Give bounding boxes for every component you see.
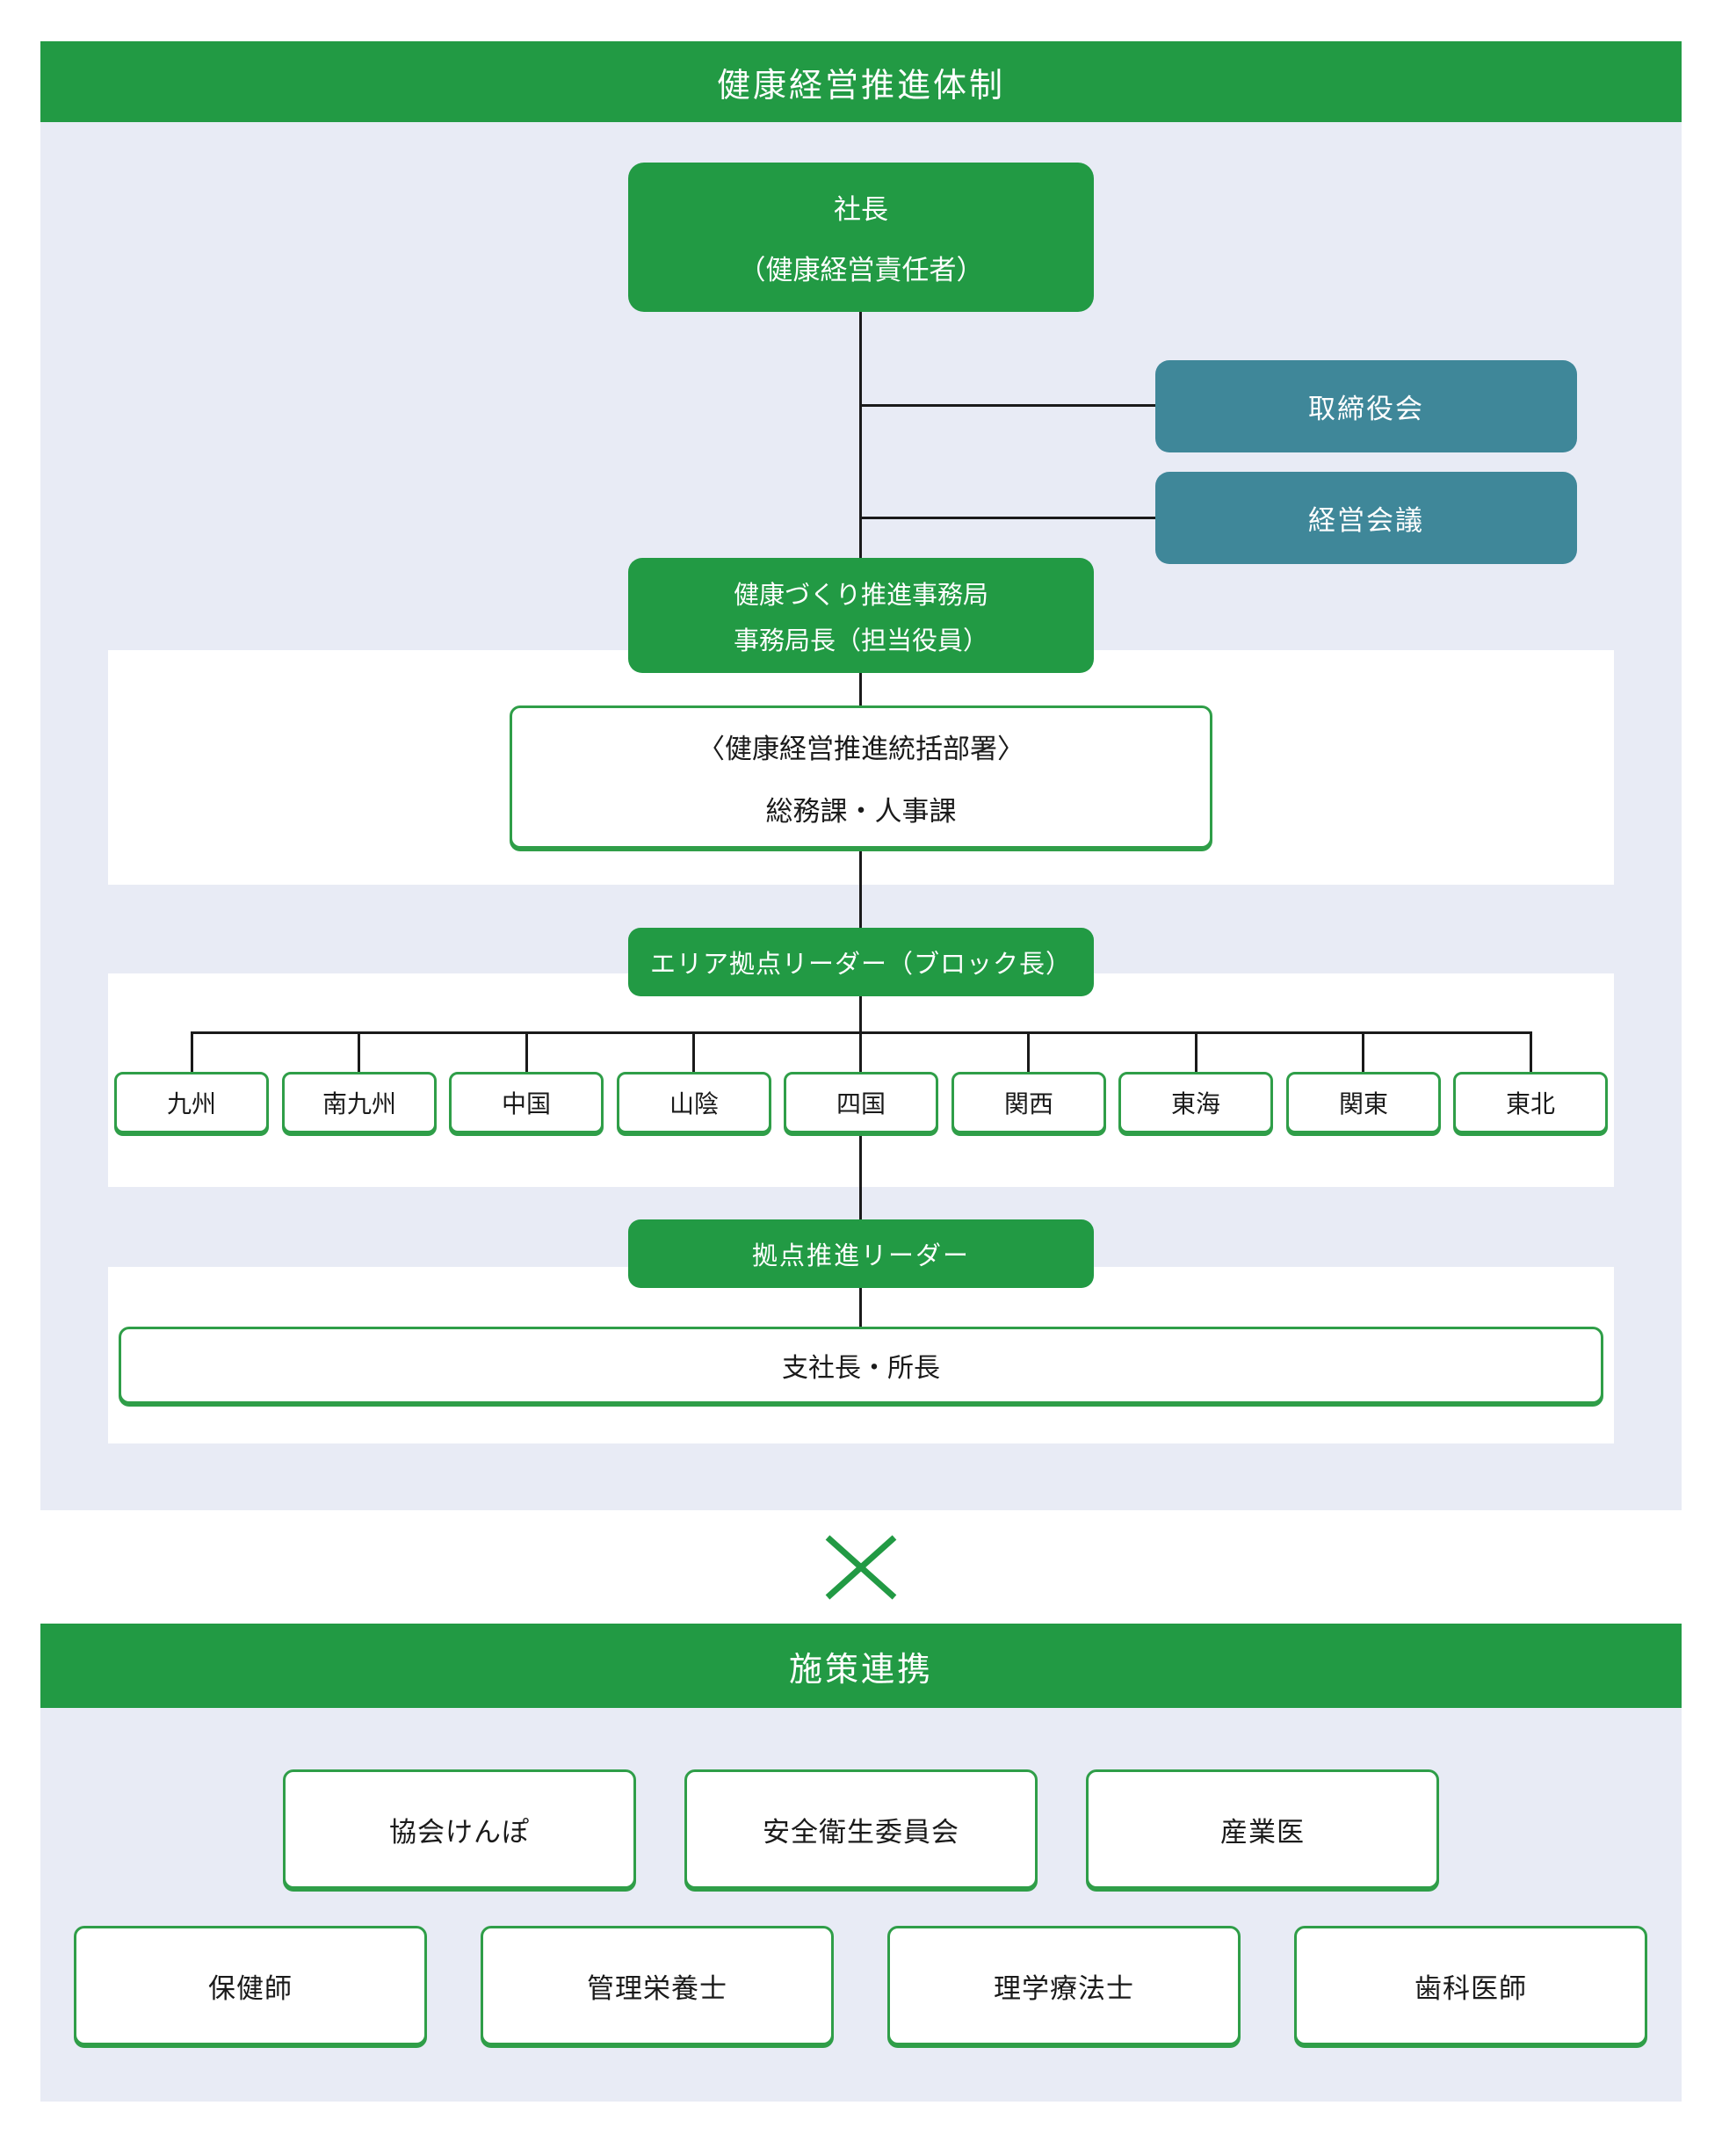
region-label: 中国 xyxy=(501,1090,551,1118)
region-box-sanin: 山陰 xyxy=(617,1072,771,1133)
section2-banner-title: 施策連携 xyxy=(788,1651,933,1689)
region-label: 九州 xyxy=(166,1090,216,1118)
region-label: 南九州 xyxy=(322,1090,396,1118)
safety-committee-box: 安全衛生委員会 xyxy=(684,1769,1038,1889)
connector-region-drop-9 xyxy=(1530,1031,1532,1072)
physical-therapist-box: 理学療法士 xyxy=(887,1926,1241,2045)
policy-label: 管理栄養士 xyxy=(587,1972,727,2004)
region-box-shikoku: 四国 xyxy=(784,1072,938,1133)
branch-heads-label: 支社長・所長 xyxy=(782,1354,940,1383)
region-label: 四国 xyxy=(836,1090,886,1118)
policy-label: 理学療法士 xyxy=(994,1972,1134,2004)
occupational-physician-box: 産業医 xyxy=(1086,1769,1439,1889)
president-title: 社長 xyxy=(834,194,888,225)
cross-icon xyxy=(825,1535,897,1600)
region-box-tohoku: 東北 xyxy=(1453,1072,1608,1133)
connector-regions-horizontal xyxy=(191,1031,1532,1034)
office-box: 健康づくり推進事務局 事務局長（担当役員） xyxy=(628,558,1094,673)
region-box-kansai: 関西 xyxy=(951,1072,1106,1133)
president-subtitle: （健康経営責任者） xyxy=(738,255,984,286)
connector-region-drop-7 xyxy=(1195,1031,1197,1072)
connector-management-meeting xyxy=(859,517,1155,519)
region-label: 関東 xyxy=(1338,1090,1388,1118)
connector-office-control xyxy=(859,673,862,705)
policy-label: 歯科医師 xyxy=(1414,1972,1527,2004)
president-box: 社長 （健康経営責任者） xyxy=(628,163,1094,312)
region-box-tokai: 東海 xyxy=(1118,1072,1273,1133)
policy-label: 保健師 xyxy=(208,1972,293,2004)
region-box-minamikyushu: 南九州 xyxy=(282,1072,437,1133)
connector-region-drop-8 xyxy=(1362,1031,1364,1072)
control-department-box: 〈健康経営推進統括部署〉 総務課・人事課 xyxy=(510,705,1212,849)
section2-banner: 施策連携 xyxy=(40,1624,1682,1708)
public-health-nurse-box: 保健師 xyxy=(74,1926,427,2045)
board-box: 取締役会 xyxy=(1155,360,1577,452)
office-line1: 健康づくり推進事務局 xyxy=(733,581,988,610)
control-department-subtitle: 総務課・人事課 xyxy=(765,795,957,827)
connector-region-drop-2 xyxy=(358,1031,360,1072)
region-label: 山陰 xyxy=(669,1090,719,1118)
control-department-title: 〈健康経営推進統括部署〉 xyxy=(698,733,1024,764)
connector-region-drop-6 xyxy=(1027,1031,1030,1072)
area-leader-box: エリア拠点リーダー（ブロック長） xyxy=(628,928,1094,996)
dentist-box: 歯科医師 xyxy=(1294,1926,1647,2045)
branch-heads-box: 支社長・所長 xyxy=(119,1327,1603,1404)
dietitian-box: 管理栄養士 xyxy=(481,1926,834,2045)
kyokai-kenpo-box: 協会けんぽ xyxy=(283,1769,636,1889)
connector-site-branch xyxy=(859,1288,862,1327)
site-leader-box: 拠点推進リーダー xyxy=(628,1219,1094,1288)
region-box-chugoku: 中国 xyxy=(449,1072,604,1133)
site-leader-label: 拠点推進リーダー xyxy=(751,1242,970,1270)
connector-president-office xyxy=(859,312,862,558)
region-box-kanto: 関東 xyxy=(1286,1072,1441,1133)
region-box-kyushu: 九州 xyxy=(114,1072,269,1133)
policy-label: 産業医 xyxy=(1220,1816,1305,1848)
connector-board xyxy=(859,404,1155,407)
management-meeting-label: 経営会議 xyxy=(1308,505,1424,536)
connector-control-area xyxy=(859,847,862,928)
connector-region-drop-3 xyxy=(525,1031,528,1072)
area-leader-label: エリア拠点リーダー（ブロック長） xyxy=(649,951,1072,979)
section1-banner-title: 健康経営推進体制 xyxy=(716,67,1005,105)
connector-region-drop-1 xyxy=(191,1031,193,1072)
policy-label: 協会けんぽ xyxy=(389,1816,530,1848)
management-meeting-box: 経営会議 xyxy=(1155,472,1577,564)
board-label: 取締役会 xyxy=(1308,394,1424,424)
region-label: 東海 xyxy=(1170,1090,1220,1118)
region-label: 東北 xyxy=(1505,1090,1555,1118)
region-label: 関西 xyxy=(1003,1090,1053,1118)
connector-region-drop-4 xyxy=(692,1031,695,1072)
policy-label: 安全衛生委員会 xyxy=(763,1816,959,1848)
section1-banner: 健康経営推進体制 xyxy=(40,41,1682,122)
office-line2: 事務局長（担当役員） xyxy=(733,626,988,655)
